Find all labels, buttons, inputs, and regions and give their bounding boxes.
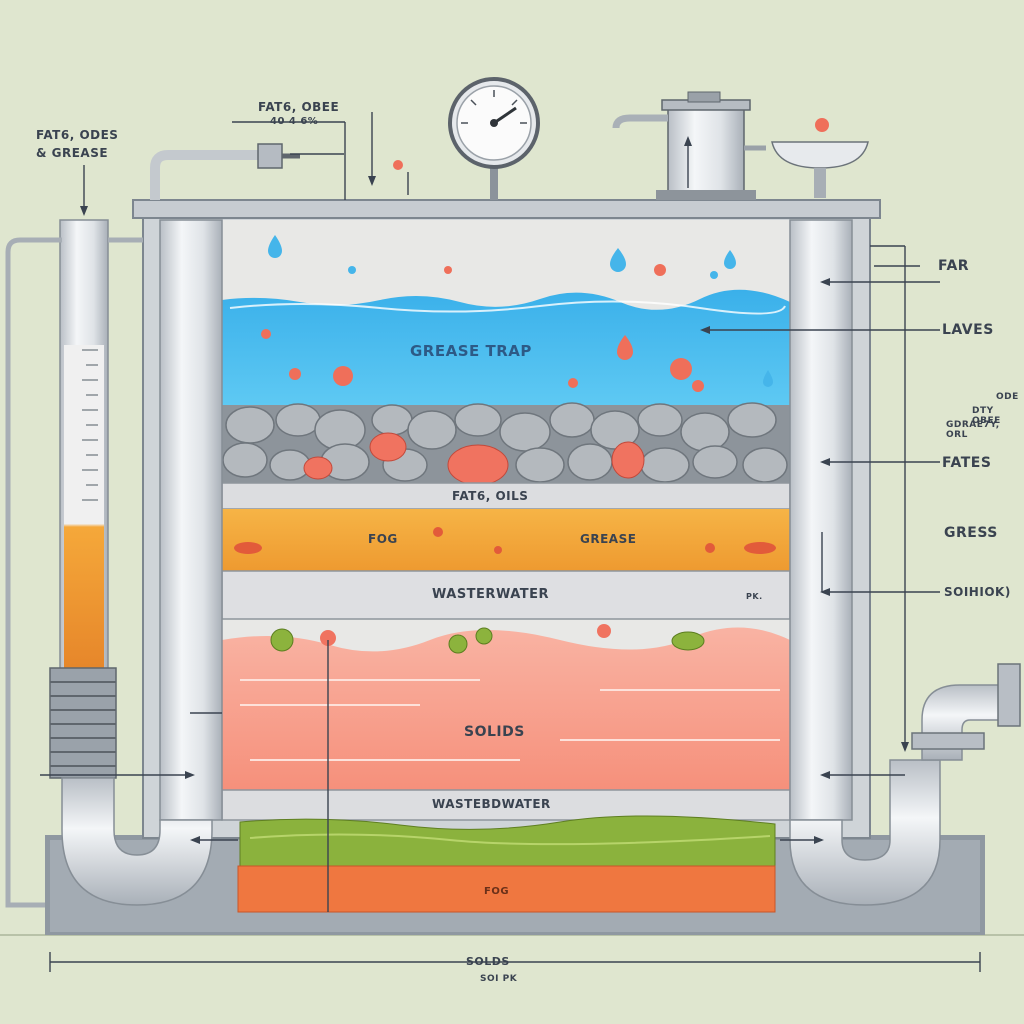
wastewater-band-2 (221, 789, 791, 821)
bypass-tube (5, 237, 62, 908)
wastewater-band (221, 570, 791, 620)
label-grease: GREASE (580, 532, 637, 546)
label-wastebdwater: WASTEBDWATER (432, 797, 551, 811)
label-fates: FATES (942, 455, 992, 471)
left-u-bend (61, 777, 213, 906)
sink-basin (771, 141, 869, 169)
label-soi-pk: SOI PK (480, 974, 518, 984)
top-inlet-pipe (150, 150, 260, 200)
right-u-bend (789, 759, 941, 906)
label-dty-obee: DTY OBEE (972, 406, 1001, 426)
tank-lid (132, 199, 881, 219)
label-fog: FOG (368, 532, 398, 546)
fog-grease-layer (222, 509, 790, 571)
green-layer (239, 815, 776, 867)
label-grease-trap: GREASE TRAP (410, 342, 532, 360)
label-soihiok: SOIHIOK) (944, 585, 1011, 599)
label-fats-odes: FAT6, ODES (36, 128, 119, 142)
label-solds: SOLDS (466, 955, 510, 968)
label-percent: 40 4 6% (270, 116, 319, 127)
outlet-flange (911, 732, 985, 750)
outlet-pipe-wall (789, 219, 853, 821)
label-gress: GRESS (944, 525, 998, 541)
label-pk: PK. (746, 592, 763, 601)
water-layer (222, 289, 790, 405)
label-fog-bottom: FOG (484, 886, 510, 897)
label-laves: LAVES (942, 322, 994, 338)
sight-gauge-fill (64, 345, 104, 670)
inlet-valve (257, 143, 283, 169)
label-ode: ODE (996, 392, 1019, 402)
label-grease-top: & GREASE (36, 146, 109, 160)
label-wasterwater: WASTERWATER (432, 587, 550, 602)
label-fats-obee: FAT6, OBEE (258, 100, 340, 114)
inlet-pipe-right-wall (159, 219, 223, 821)
fats-oils-band (221, 482, 791, 510)
solids-layer (222, 627, 790, 790)
vent-cylinder (667, 104, 745, 198)
label-solids: SOLIDS (464, 724, 525, 740)
label-far: FAR (938, 258, 970, 274)
label-fats-oils: FAT6, OILS (452, 489, 529, 503)
label-gdraety: GDRAE7Y, ORL (946, 420, 1000, 440)
